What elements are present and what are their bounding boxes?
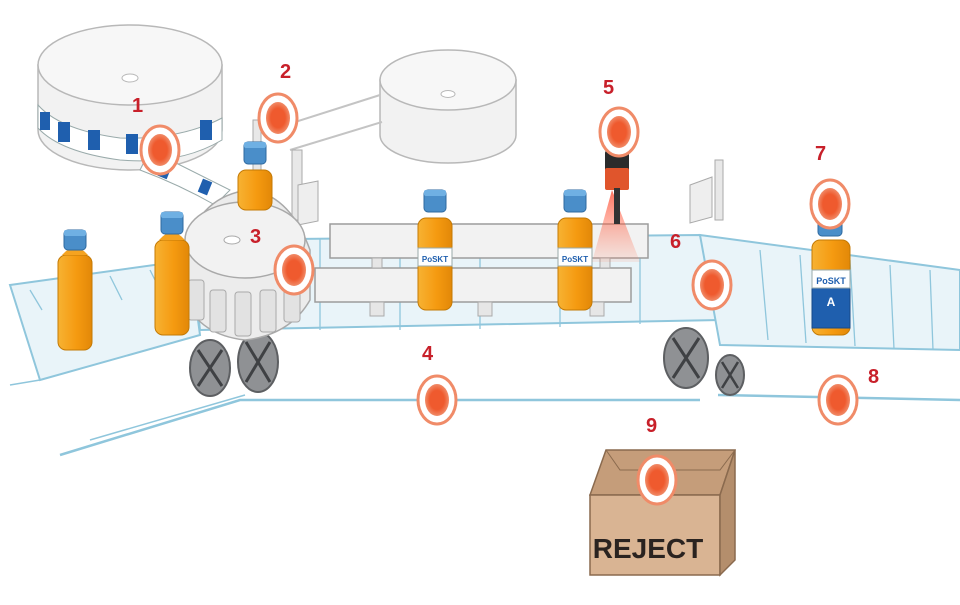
marker-5 [598,106,640,158]
bottle-labeling-2: PoSKT [557,189,593,311]
callout-number-4: 4 [422,343,434,365]
conveyor-rollers [189,327,745,397]
marker-4 [416,374,458,426]
callout-number-3: 3 [250,226,261,248]
callout-number-5: 5 [603,77,614,99]
bottle-label-brand: PoSKT [816,276,846,286]
callout-number-8: 8 [868,366,879,388]
bottle-labeling-1: PoSKT [417,189,453,311]
bottle-label-brand: PoSKT [422,255,448,264]
marker-1 [139,124,181,176]
bottle-on-starwheel [237,141,273,211]
marker-9 [636,454,678,506]
callout-number-2: 2 [280,61,291,83]
marker-3 [273,244,315,296]
callout-number-1: 1 [132,95,143,117]
callout-number-7: 7 [815,143,826,165]
callout-number-6: 6 [670,231,681,253]
label-roll-takeup [269,49,517,164]
star-wheel [184,189,311,341]
marker-6 [691,259,733,311]
side-guide-rails [314,223,649,317]
inspection-sensor [592,150,640,262]
callout-number-9: 9 [646,415,657,437]
marker-7 [809,178,851,230]
marker-2 [257,92,299,144]
bottle-unlabeled-1 [57,229,93,351]
bottle-unlabeled-2 [154,211,190,336]
bottle-label-grade: A [827,295,836,309]
bottle-label-brand: PoSKT [562,255,588,264]
bottle-labeled-final: PoSKT A [811,213,851,336]
reject-bin-label: REJECT [593,533,703,564]
marker-8 [817,374,859,426]
